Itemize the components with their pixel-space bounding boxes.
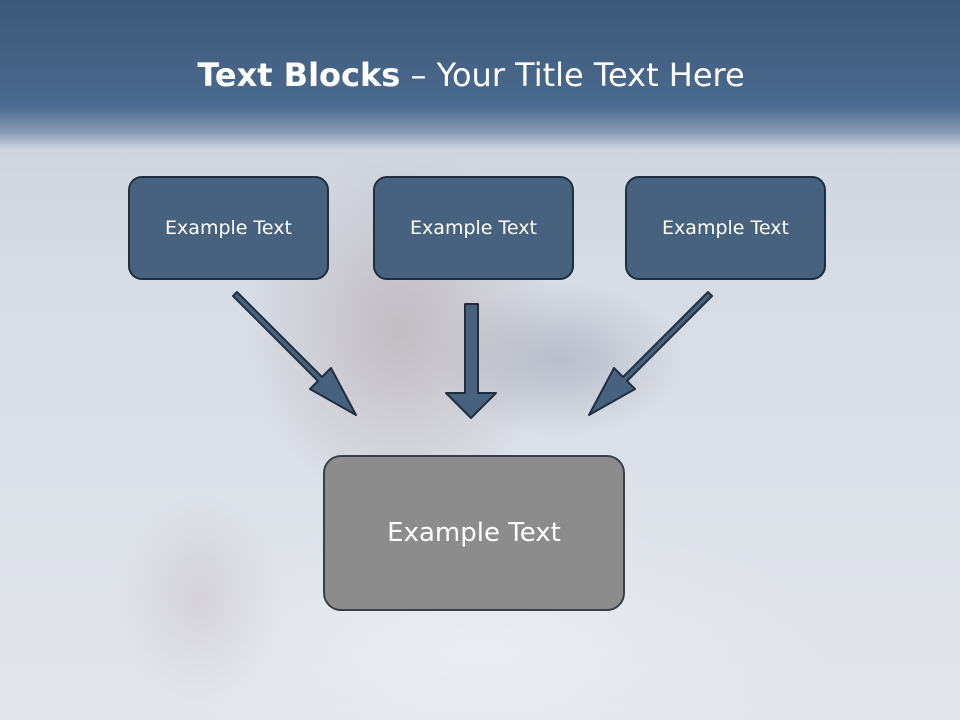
text-block-3: Example Text xyxy=(625,176,826,280)
text-block-2-label: Example Text xyxy=(410,217,537,239)
title-rest: – Your Title Text Here xyxy=(400,56,745,94)
arrow-right-diagonal xyxy=(588,291,713,416)
text-block-1-label: Example Text xyxy=(165,217,292,239)
title-bold: Text Blocks xyxy=(197,56,401,94)
text-block-3-label: Example Text xyxy=(662,217,789,239)
title-bar xyxy=(0,0,960,150)
arrow-center-down xyxy=(445,303,497,419)
arrow-left-diagonal xyxy=(232,291,357,416)
slide-title: Text Blocks – Your Title Text Here xyxy=(0,56,942,94)
text-block-1: Example Text xyxy=(128,176,329,280)
text-block-2: Example Text xyxy=(373,176,574,280)
main-text-block: Example Text xyxy=(323,455,625,611)
main-text-block-label: Example Text xyxy=(387,518,561,548)
